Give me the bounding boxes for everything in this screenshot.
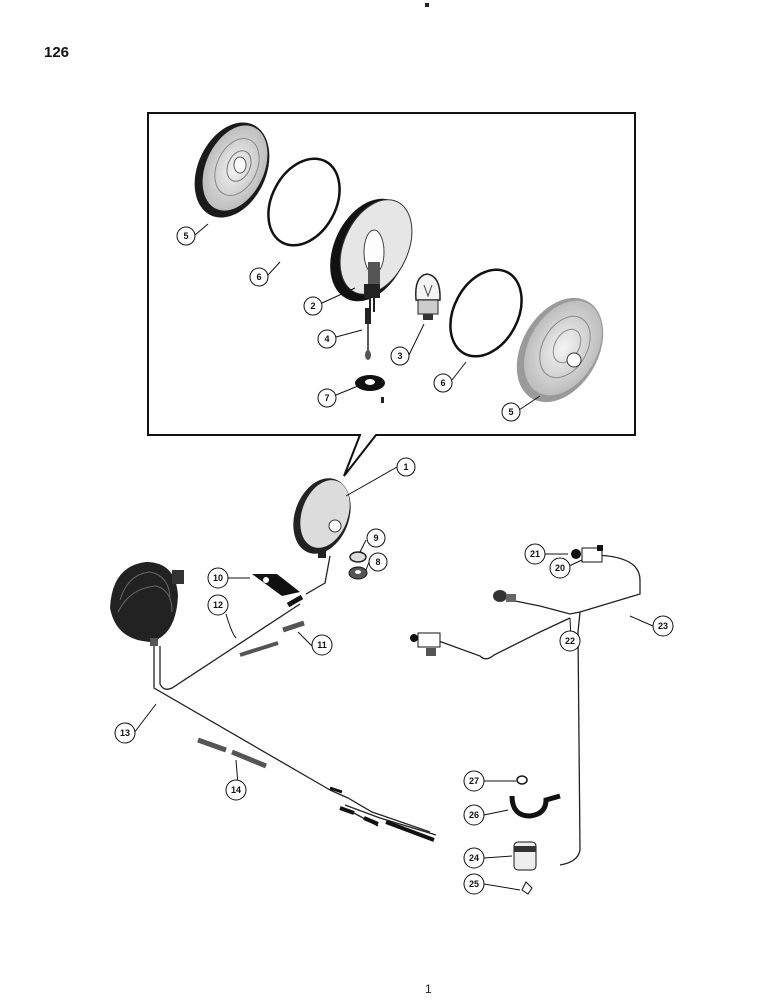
- sleeve-14: [197, 737, 267, 769]
- svg-text:5: 5: [183, 231, 188, 241]
- lamp-housing: [330, 198, 413, 312]
- callout-5b: 5: [501, 402, 521, 422]
- svg-text:8: 8: [375, 557, 380, 567]
- callout-9: 9: [366, 528, 386, 548]
- callout-4: 4: [317, 329, 337, 349]
- svg-text:3: 3: [397, 351, 402, 361]
- svg-text:11: 11: [317, 640, 327, 650]
- callout-12: 12: [207, 594, 229, 616]
- plug-connector: [493, 590, 516, 602]
- callout-26: 26: [463, 804, 485, 826]
- washer: [349, 551, 367, 563]
- footer-mark: 1: [425, 982, 432, 996]
- sleeve-11: [239, 620, 305, 657]
- connector-terminal: [252, 574, 300, 596]
- callout-20: 20: [549, 557, 571, 579]
- harness-connectors: [329, 786, 435, 842]
- bulb: [414, 273, 441, 320]
- svg-text:12: 12: [213, 600, 223, 610]
- warning-lamp-assembled: [293, 478, 351, 558]
- svg-text:21: 21: [530, 549, 540, 559]
- callout-8: 8: [368, 552, 388, 572]
- callout-27: 27: [463, 770, 485, 792]
- callout-13: 13: [114, 722, 136, 744]
- svg-text:26: 26: [469, 810, 479, 820]
- svg-text:10: 10: [213, 573, 223, 583]
- o-ring-right: [449, 268, 523, 358]
- callout-25: 25: [463, 873, 485, 895]
- svg-text:7: 7: [324, 393, 329, 403]
- clamp: [509, 793, 561, 819]
- wire-end-12: [286, 594, 304, 608]
- leader-lines: [133, 223, 654, 891]
- switch-20-21: [571, 545, 603, 563]
- grommet: [355, 375, 385, 403]
- svg-text:13: 13: [120, 728, 130, 738]
- svg-text:5: 5: [508, 407, 513, 417]
- callout-2: 2: [303, 296, 323, 316]
- svg-text:1: 1: [403, 462, 408, 472]
- o-ring-left: [267, 157, 341, 247]
- nut: [348, 566, 368, 580]
- small-washer: [516, 775, 528, 785]
- callout-7: 7: [317, 388, 337, 408]
- socket-connector: [410, 632, 441, 656]
- svg-text:6: 6: [256, 272, 261, 282]
- callout-23: 23: [652, 615, 674, 637]
- flasher-unit: [513, 841, 537, 871]
- callout-14: 14: [225, 779, 247, 801]
- callout-21: 21: [524, 543, 546, 565]
- top-mark: [425, 3, 429, 7]
- svg-text:6: 6: [440, 378, 445, 388]
- callout-10: 10: [207, 567, 229, 589]
- wire-harness: [153, 555, 437, 836]
- right-wire-harness: [435, 554, 641, 866]
- svg-text:4: 4: [324, 334, 329, 344]
- callout-6b: 6: [433, 373, 453, 393]
- terminal: [365, 308, 371, 360]
- svg-text:9: 9: [373, 533, 378, 543]
- page-number: 126: [44, 44, 70, 61]
- lens-right: [516, 297, 604, 403]
- callout-24: 24: [463, 847, 485, 869]
- callout-5a: 5: [176, 226, 196, 246]
- svg-text:22: 22: [565, 636, 575, 646]
- exploded-view-inset: [147, 112, 636, 477]
- callout-11: 11: [311, 634, 333, 656]
- floodlight: [110, 562, 184, 646]
- svg-text:24: 24: [469, 853, 479, 863]
- svg-text:27: 27: [469, 776, 479, 786]
- lens-left: [194, 122, 270, 218]
- svg-text:25: 25: [469, 879, 479, 889]
- svg-text:14: 14: [231, 785, 241, 795]
- callout-22: 22: [559, 630, 581, 652]
- svg-text:20: 20: [555, 563, 565, 573]
- callout-1: 1: [396, 457, 416, 477]
- svg-text:2: 2: [310, 301, 315, 311]
- clip: [521, 881, 533, 895]
- callout-6a: 6: [249, 267, 269, 287]
- callout-3: 3: [390, 346, 410, 366]
- svg-text:23: 23: [658, 621, 668, 631]
